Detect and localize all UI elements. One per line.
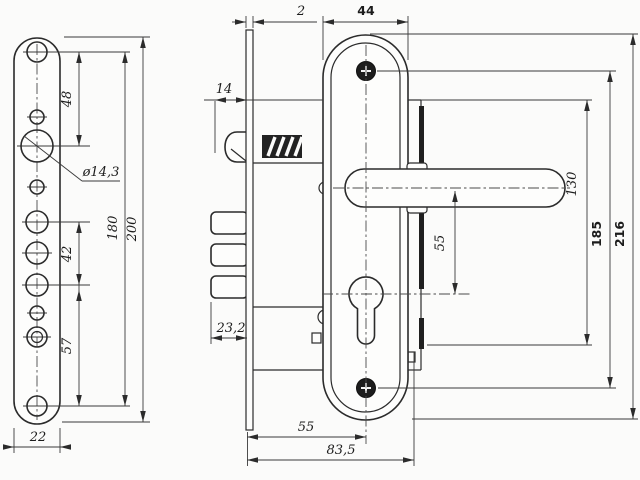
screw-bottom [356,378,376,398]
dim-label-130: 130 [565,172,580,197]
case-stile-bar [419,106,424,163]
dim-hole-spacing-mid: 42 [60,222,82,285]
large-hole-14-3 [20,129,54,163]
dim-label-23-2: 23,2 [216,321,246,336]
deadbolt-pin-1 [210,211,249,235]
dim-label-2: 2 [296,4,305,19]
ring-hole-outer [26,326,48,348]
dim-hole-spacing-top: 48 [60,52,82,146]
dim-label-200: 200 [125,217,140,243]
lock-case-right-edge [407,99,424,371]
dim-escutcheon-width: 44 [322,3,409,60]
dim-screw-spacing: 185 [589,71,613,388]
lock-side-view [210,29,570,444]
dim-label-44: 44 [357,3,375,18]
dim-label-42: 42 [60,246,75,264]
bolt-hole-1 [25,210,49,234]
escutcheon-lug [311,332,322,344]
dim-label-83-5: 83,5 [327,443,356,458]
screw-hole-top [26,41,48,63]
small-hole [29,109,45,125]
latch-bolt [224,131,249,163]
faceplate-holes [20,41,54,417]
dim-label-57: 57 [60,337,75,354]
dim-label-48: 48 [60,91,75,109]
dim-axis-to-cylinder: 55 [433,191,458,294]
faceplate-front-view: ø14,3 [13,37,130,425]
dim-hole-diameter: ø14,3 [23,135,120,182]
dim-plate-height: 200 [125,37,146,422]
dim-label-55-backset: 55 [298,420,315,435]
faceplate-edge-view [245,29,254,431]
dim-plate-width: 22 [3,430,71,450]
dim-label-hole-diameter: ø14,3 [82,165,120,180]
small-hole [29,179,45,195]
dim-backset: 55 [247,420,366,466]
escutcheon-outer [322,34,409,421]
dim-label-14: 14 [216,82,233,97]
screw-hole-bottom [26,395,48,417]
dim-faceplate-thickness: 2 [232,4,317,28]
small-hole [29,305,45,321]
dim-plate-hole-span: 180 [106,52,128,406]
bolt-hole-3 [25,273,49,297]
dim-label-55-axis: 55 [433,235,448,252]
dim-deadbolt-projection: 23,2 [210,302,247,344]
latch-spring [262,135,304,158]
dim-label-216: 216 [612,221,627,247]
side-view-dimensions: 2 44 14 23,2 [204,3,638,466]
bolt-hole-2 [25,241,49,265]
case-stile-bar [419,211,424,289]
dim-label-22: 22 [29,430,47,445]
faceplate-dimensions: 48 42 57 180 200 [3,36,150,453]
dim-label-180: 180 [106,216,121,241]
dim-case-depth: 83,5 [247,352,415,466]
dim-hole-spacing-bottom: 57 [60,285,82,406]
escutcheon-inner [330,42,401,413]
case-stile-bar [419,318,424,349]
dim-case-span: 130 [565,100,590,345]
latch-bevel-line [230,148,247,162]
dim-label-185: 185 [589,221,604,247]
deadbolt-pin-3 [210,275,249,299]
ring-hole-inner [30,330,44,344]
dim-latch-projection: 14 [204,82,323,153]
deadbolt-pin-2 [210,243,249,267]
dim-escutcheon-height: 216 [612,34,636,419]
deadbolt-pins [210,211,249,299]
